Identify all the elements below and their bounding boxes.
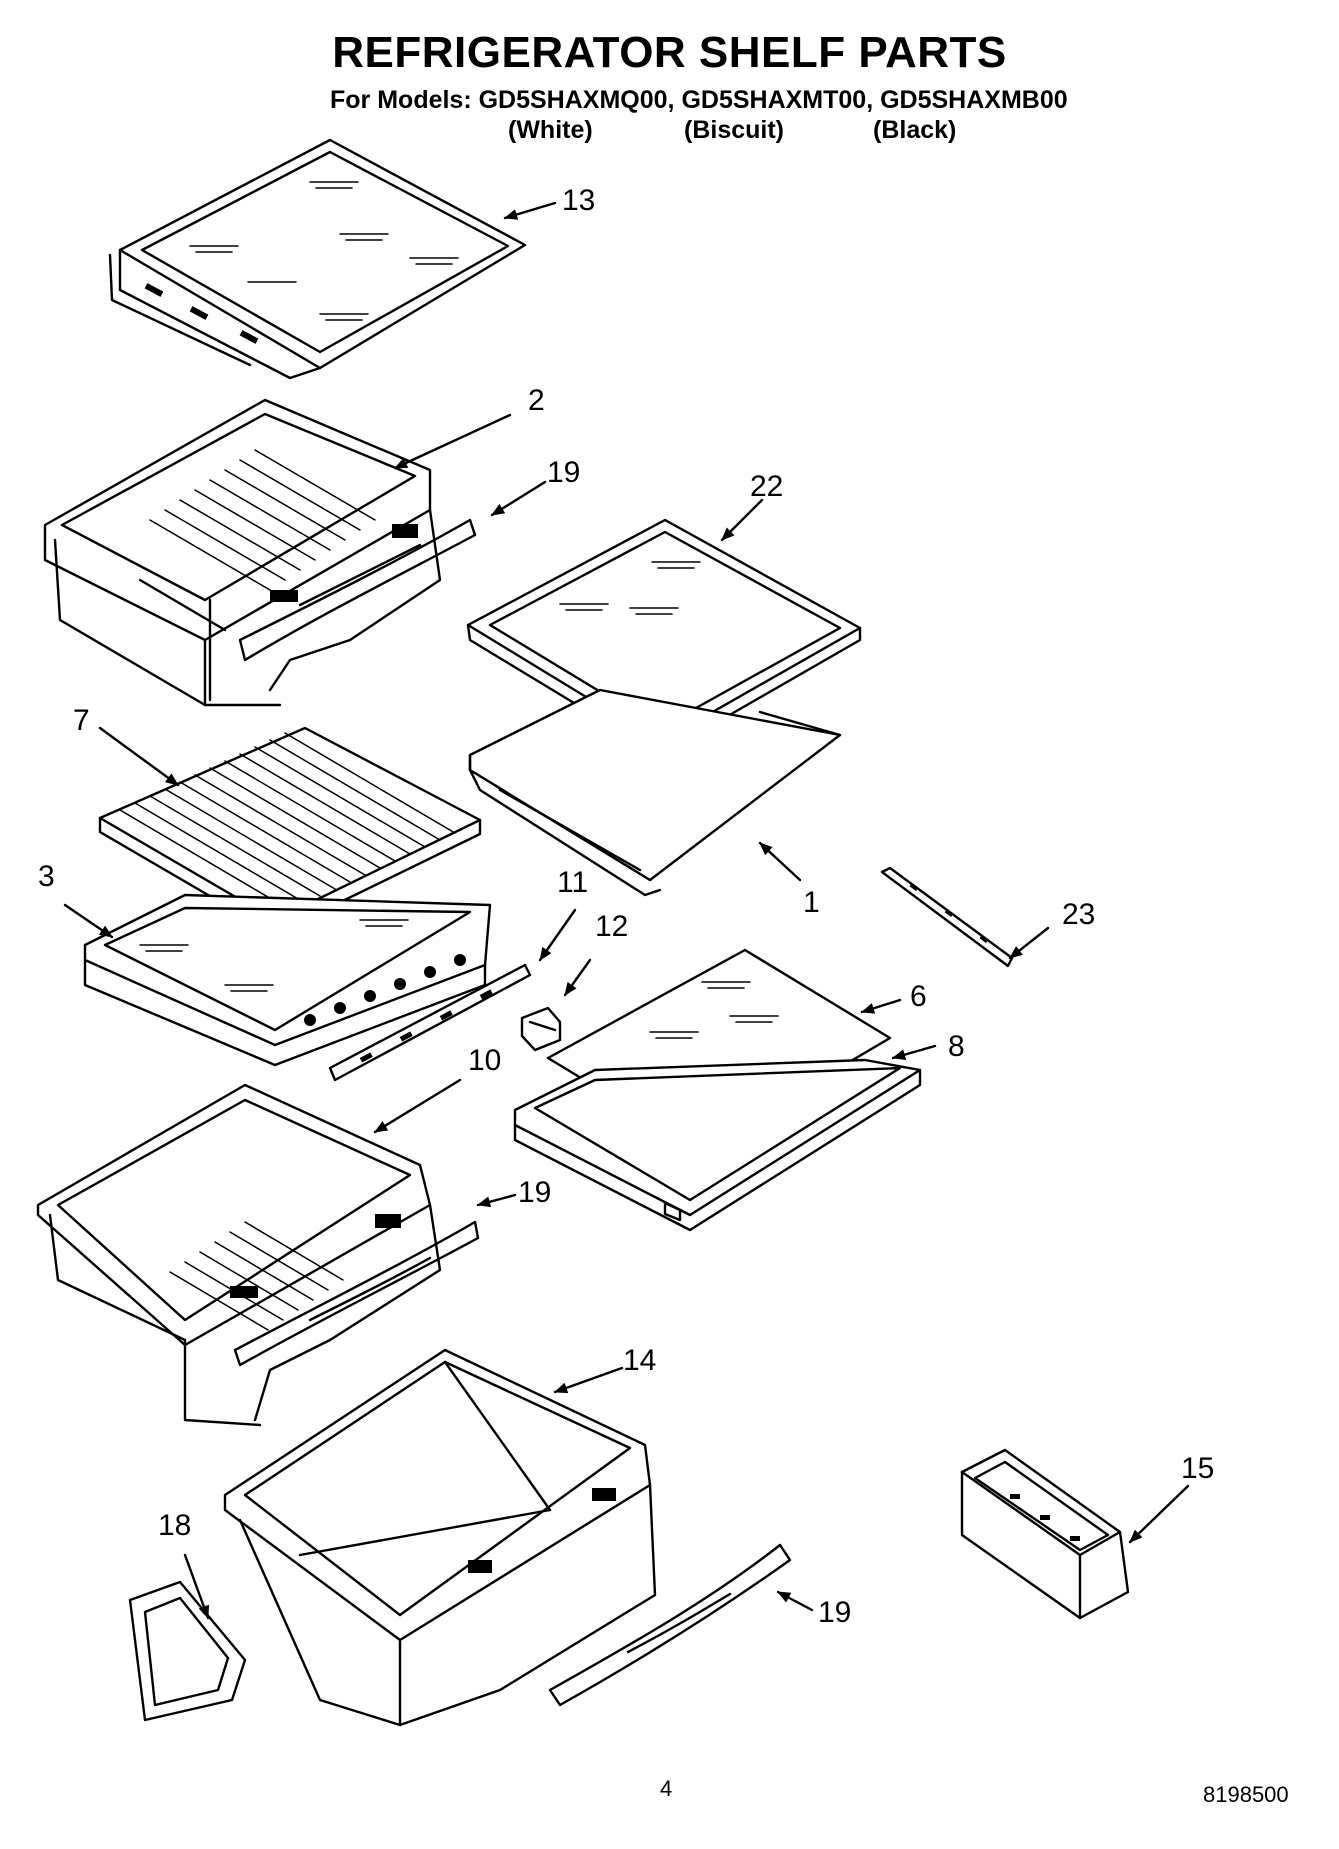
callout-arrows <box>63 201 1190 1620</box>
variant-white: (White) <box>508 116 593 144</box>
callout-7: 7 <box>73 704 90 737</box>
callout-19-middle: 19 <box>518 1176 552 1209</box>
part-1-shelf-frame <box>468 688 842 897</box>
callout-15: 15 <box>1181 1452 1215 1485</box>
callout-19-upper: 19 <box>547 456 581 489</box>
callout-13: 13 <box>562 184 596 217</box>
callout-23: 23 <box>1062 898 1096 931</box>
page-title: REFRIGERATOR SHELF PARTS <box>332 28 1007 77</box>
part-18-label-holder <box>128 1580 247 1722</box>
part-23-support-rail <box>880 866 1014 968</box>
callout-19-lower: 19 <box>818 1596 852 1629</box>
part-12-clip <box>520 1006 562 1052</box>
part-13-glass-shelf <box>108 138 527 380</box>
callout-8: 8 <box>948 1030 965 1063</box>
callout-12: 12 <box>595 910 629 943</box>
part-11-trim-strip <box>328 963 532 1082</box>
part-8-shelf-frame <box>513 1058 922 1232</box>
models-line: For Models: GD5SHAXMQ00, GD5SHAXMT00, GD… <box>330 86 1068 114</box>
document-number: 8198500 <box>1203 1782 1289 1807</box>
part-19-drawer-handle <box>548 1543 792 1707</box>
part-14-deep-drawer <box>223 1348 657 1727</box>
callout-22: 22 <box>750 470 784 503</box>
callout-2: 2 <box>528 384 545 417</box>
variant-biscuit: (Biscuit) <box>684 116 784 144</box>
part-2-crisper-drawer <box>43 398 477 707</box>
part-15-door-bin <box>960 1448 1130 1620</box>
callout-6: 6 <box>910 980 927 1013</box>
page-number: 4 <box>660 1776 673 1801</box>
callout-11: 11 <box>557 866 589 899</box>
callout-14: 14 <box>623 1344 657 1377</box>
part-7-crisper-cover <box>98 726 482 936</box>
variant-black: (Black) <box>873 116 957 144</box>
part-10-crisper-drawer <box>36 1083 480 1427</box>
part-3-shelf-frame <box>83 893 492 1067</box>
callout-18: 18 <box>158 1509 192 1542</box>
callout-1: 1 <box>803 886 820 919</box>
callout-3: 3 <box>38 860 55 893</box>
callout-10: 10 <box>468 1044 502 1077</box>
